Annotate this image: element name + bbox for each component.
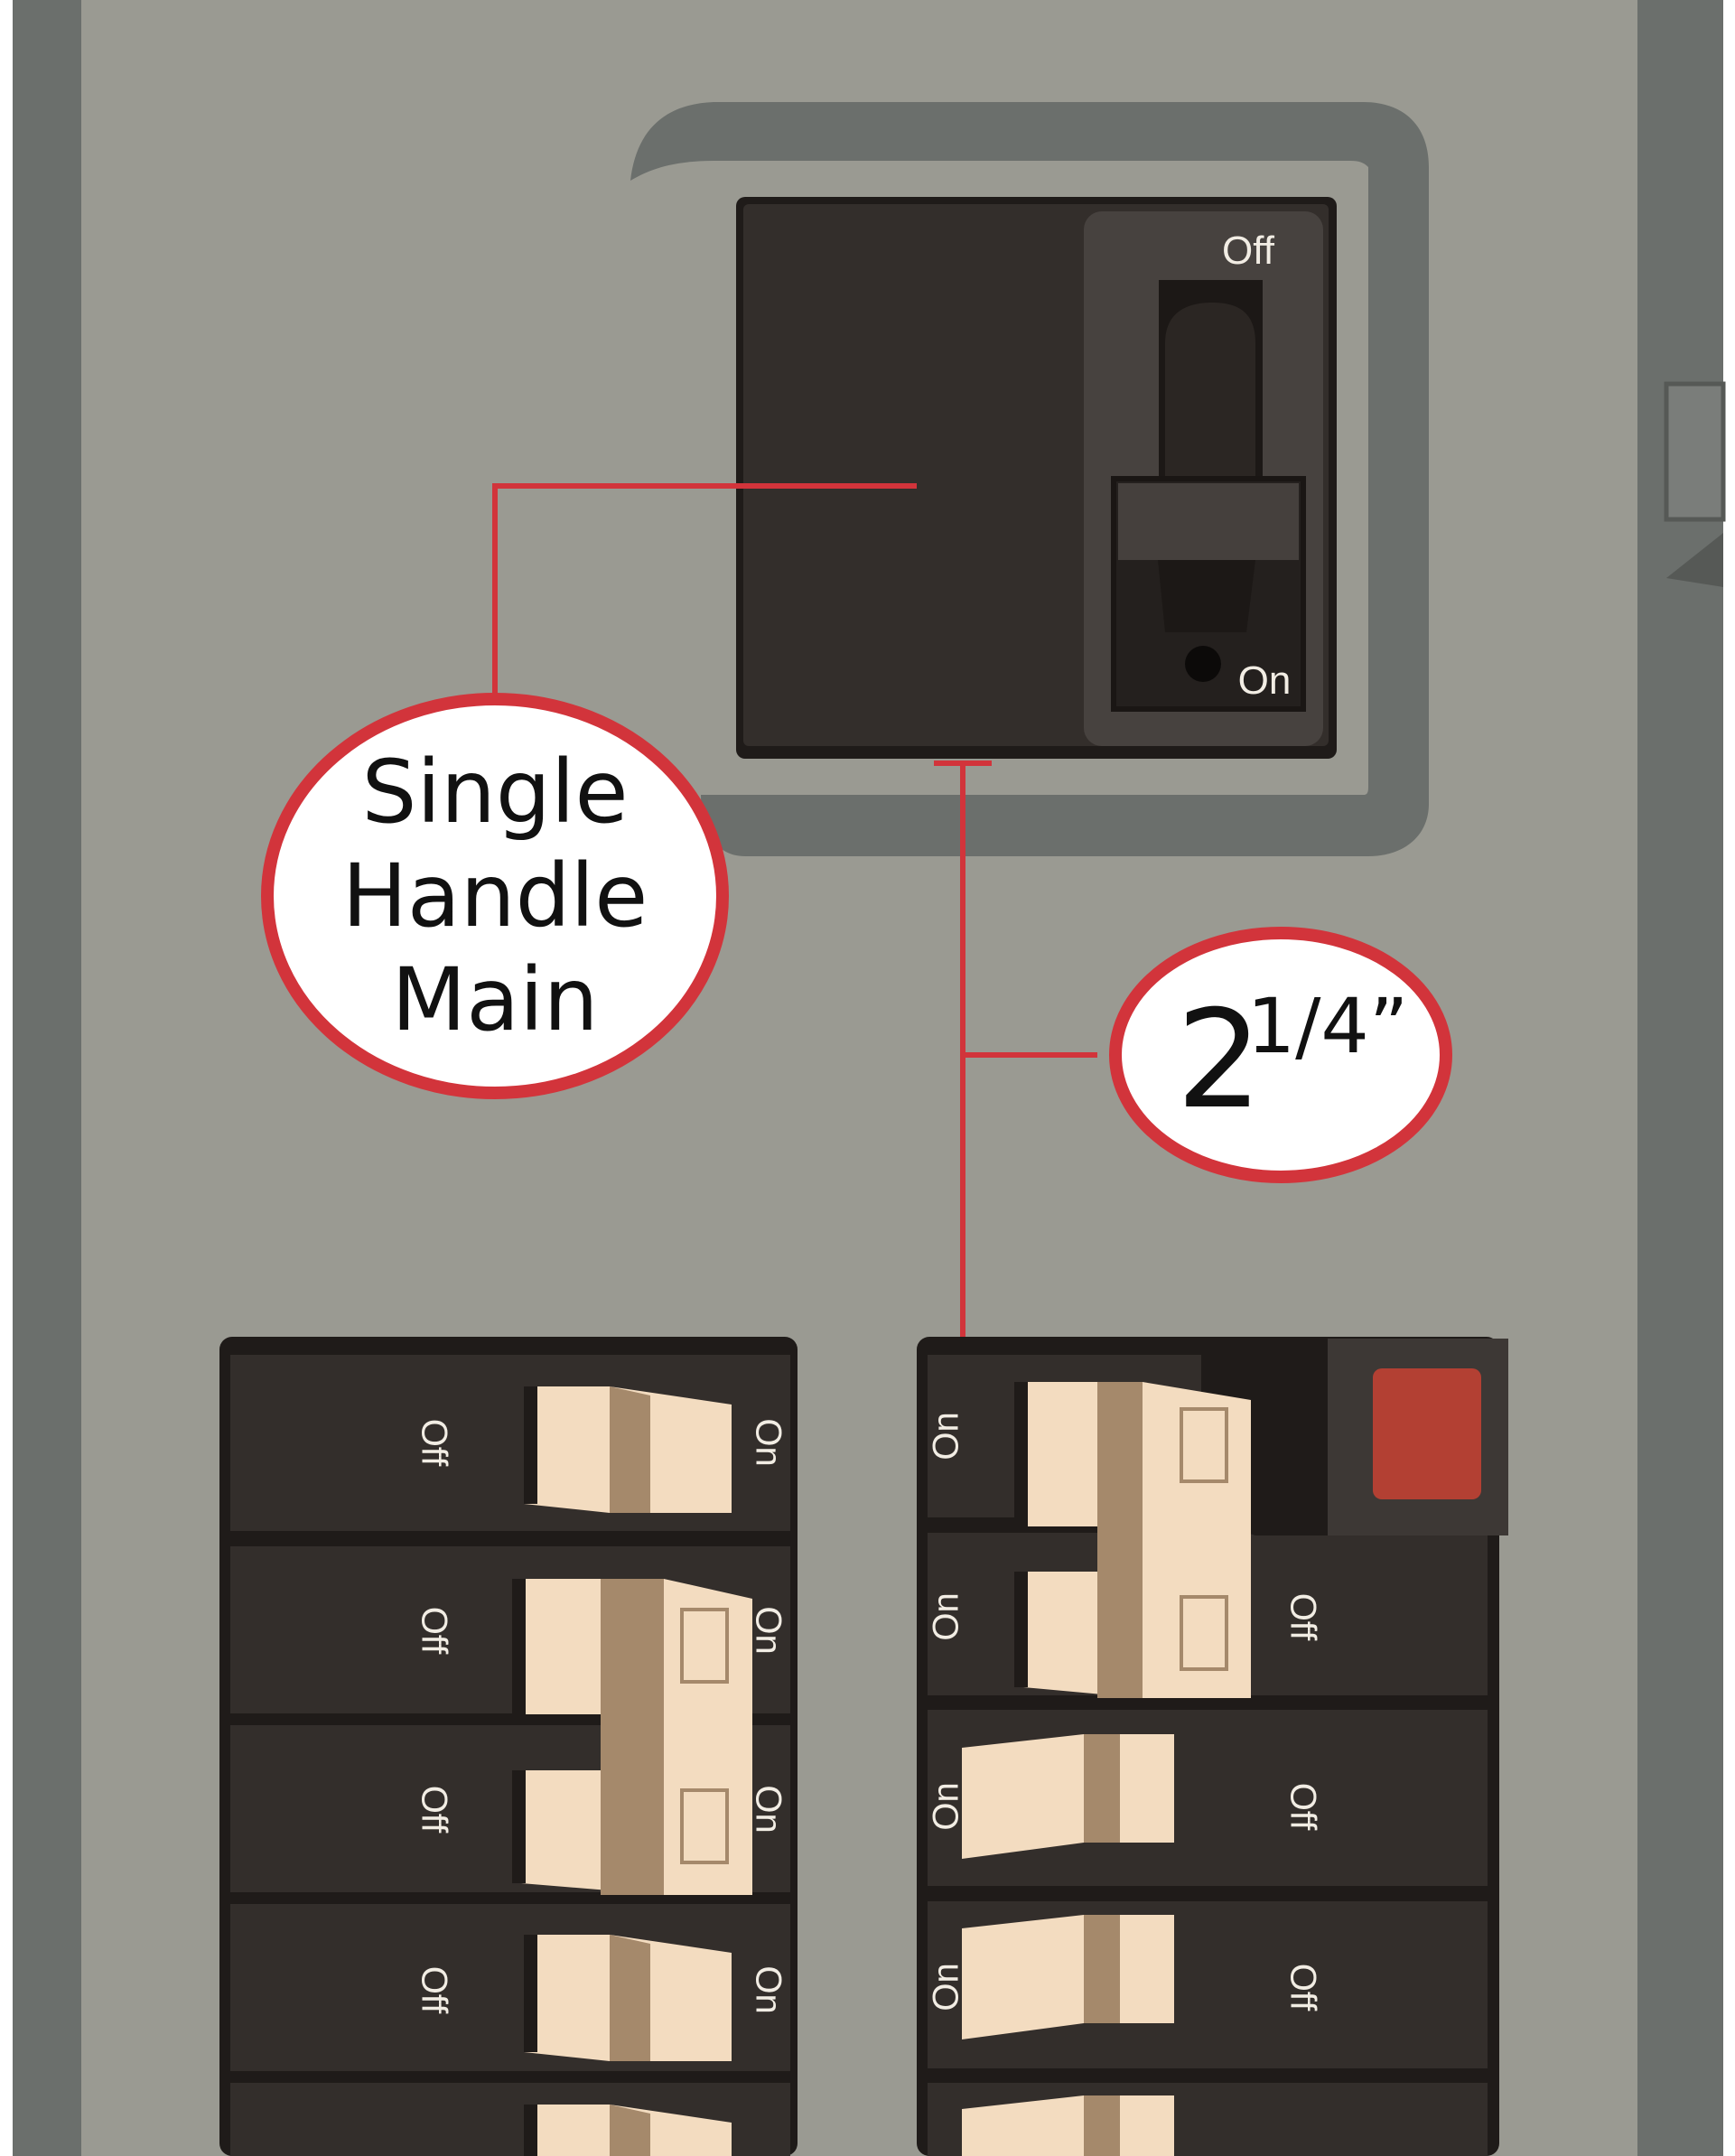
right-breaker-4-on-label: On <box>927 1963 966 2011</box>
panel-latch-bevel <box>1666 533 1723 587</box>
callout-line-3: Main <box>391 949 598 1050</box>
left-breaker-3-off-label: Off <box>414 1786 453 1834</box>
callout-line-1: Single <box>361 742 628 843</box>
right-breaker-4-off-label: Off <box>1283 1964 1322 2012</box>
trip-indicator-red <box>1373 1368 1481 1499</box>
right-breaker-1-on-label: On <box>927 1412 966 1460</box>
main-breaker-on-label: On <box>1238 658 1292 703</box>
left-breaker-1-handle[interactable] <box>524 1386 732 1513</box>
main-breaker-indicator-dot <box>1185 646 1221 682</box>
main-breaker-off-label: Off <box>1222 229 1275 273</box>
left-breaker-2-3-tandem-handle[interactable] <box>512 1579 752 1895</box>
single-handle-main-callout <box>261 693 729 1099</box>
left-breaker-2-on-label: On <box>748 1606 788 1654</box>
dimension-callout <box>1109 927 1452 1183</box>
left-breaker-3-on-label: On <box>748 1785 788 1833</box>
right-breaker-3-off-label: Off <box>1283 1783 1322 1832</box>
left-breaker-1-on-label: On <box>748 1418 788 1466</box>
dimension-fraction: 1/4” <box>1247 982 1409 1070</box>
main-breaker-handle[interactable] <box>1165 303 1255 479</box>
single-handle-callout-leader <box>492 483 917 695</box>
right-breaker-3-on-label: On <box>927 1782 966 1830</box>
left-breaker-4-off-label: Off <box>414 1966 453 2015</box>
right-breaker-2-off-label: Off <box>1283 1593 1322 1642</box>
left-breaker-4-handle[interactable] <box>524 1935 732 2061</box>
right-breaker-3-handle[interactable] <box>962 1734 1174 1859</box>
right-breaker-2-on-label: On <box>927 1592 966 1640</box>
left-breaker-4-on-label: On <box>748 1965 788 2013</box>
main-breaker-handle-tint <box>1118 483 1299 560</box>
right-breaker-1-2-tandem-handle[interactable] <box>1014 1382 1251 1698</box>
panel-latch <box>1664 381 1726 522</box>
left-breaker-column: Off On Off On Off On Off On <box>219 1337 798 2156</box>
panel-right-frame <box>1637 0 1723 2156</box>
callout-line-2: Handle <box>342 845 648 947</box>
right-breaker-column: On On Off On Off On Off <box>917 1337 1508 2156</box>
left-breaker-2-off-label: Off <box>414 1607 453 1656</box>
right-breaker-4-handle[interactable] <box>962 1915 1174 2039</box>
right-breaker-5-handle[interactable] <box>962 2095 1174 2156</box>
dimension-whole: 2 <box>1176 982 1262 1139</box>
main-breaker-handle-lower <box>1158 560 1255 632</box>
left-breaker-1-off-label: Off <box>414 1419 453 1468</box>
panel-left-frame <box>13 0 81 2156</box>
dimension-line <box>934 761 1097 1345</box>
